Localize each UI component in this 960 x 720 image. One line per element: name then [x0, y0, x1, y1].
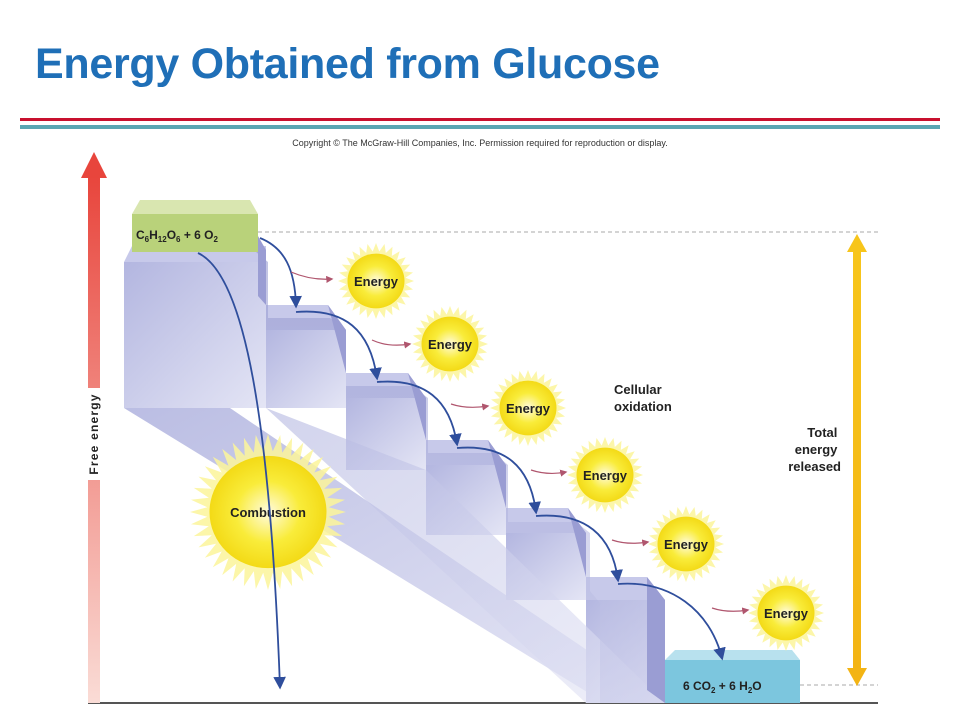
energy-burst: Energy — [648, 506, 724, 582]
energy-release-arrow — [711, 607, 750, 615]
energy-label: Energy — [583, 468, 628, 483]
energy-label: Energy — [354, 274, 399, 289]
energy-release-arrow — [450, 403, 490, 411]
step-arrow — [259, 237, 303, 309]
combustion-burst: Combustion — [190, 434, 346, 590]
free-energy-axis-label: Free energy — [87, 393, 101, 474]
energy-release-arrow — [611, 539, 650, 547]
energy-release-arrow — [290, 271, 334, 284]
product-box: 6 CO2 + 6 H2O — [665, 650, 800, 703]
step-arrow — [617, 582, 726, 661]
energy-burst: Energy — [412, 306, 488, 382]
energy-burst: Energy — [490, 370, 566, 446]
energy-release-arrow — [371, 339, 412, 349]
page-title: Energy Obtained from Glucose — [35, 40, 660, 88]
step-arrow — [535, 514, 623, 583]
step-arrow — [376, 380, 462, 447]
energy-label: Energy — [428, 337, 473, 352]
energy-label: Energy — [664, 537, 709, 552]
energy-release-arrow — [530, 469, 568, 477]
reactant-formula: C6H12O6 + 6 O2 — [136, 228, 219, 244]
step-arrow — [456, 446, 541, 515]
reactant-box: C6H12O6 + 6 O2 — [132, 200, 258, 252]
total-energy-arrow — [847, 234, 867, 686]
energy-release-arrows — [290, 271, 750, 615]
combustion-arrow — [197, 252, 286, 690]
energy-label: Energy — [764, 606, 809, 621]
copyright-notice: Copyright © The McGraw-Hill Companies, I… — [292, 138, 668, 148]
combustion-label: Combustion — [230, 505, 306, 520]
energy-label: Energy — [506, 401, 551, 416]
title-divider-teal — [20, 125, 940, 129]
energy-burst: Energy — [567, 437, 643, 513]
cellular-oxidation-arrows — [259, 237, 726, 661]
energy-burst: Energy — [338, 243, 414, 319]
total-energy-label: Total energy released — [788, 425, 841, 474]
title-divider-red — [20, 118, 940, 121]
energy-burst: Energy — [748, 575, 824, 651]
step-arrow — [295, 310, 382, 381]
cellular-oxidation-label: Cellular oxidation — [614, 382, 672, 414]
free-energy-axis: Free energy — [81, 152, 107, 703]
product-formula: 6 CO2 + 6 H2O — [683, 679, 762, 695]
